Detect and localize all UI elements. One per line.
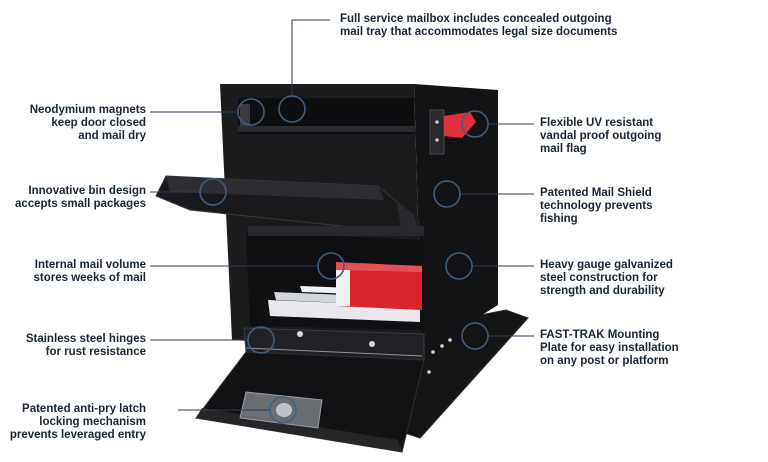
flag-mount <box>429 109 445 155</box>
callout-top-outgoing-tray: Full service mailbox includes concealed … <box>340 13 618 38</box>
callout-stainless-hinges: Stainless steel hinges for rust resistan… <box>25 333 146 358</box>
red-package <box>336 270 422 310</box>
callout-lines <box>150 19 534 411</box>
lock-cylinder <box>276 403 292 417</box>
callout-bin-design: Innovative bin design accepts small pack… <box>14 185 146 210</box>
callout-mail-flag: Flexible UV resistant vandal proof outgo… <box>540 117 662 155</box>
callout-mounting-plate: FAST-TRAK Mounting Plate for easy instal… <box>540 329 679 367</box>
callout-anti-pry-latch: Patented anti-pry latch locking mechanis… <box>9 403 146 441</box>
callout-steel-construction: Heavy gauge galvanized steel constructio… <box>540 259 673 297</box>
callout-markers <box>199 95 489 424</box>
mail-flag <box>444 112 476 138</box>
callout-mail-volume: Internal mail volume stores weeks of mai… <box>33 259 147 284</box>
callout-mail-shield: Patented Mail Shield technology prevents… <box>540 187 653 225</box>
callout-neodymium-magnets: Neodymium magnets keep door closed and m… <box>29 104 146 142</box>
magnet-latch <box>240 104 250 126</box>
